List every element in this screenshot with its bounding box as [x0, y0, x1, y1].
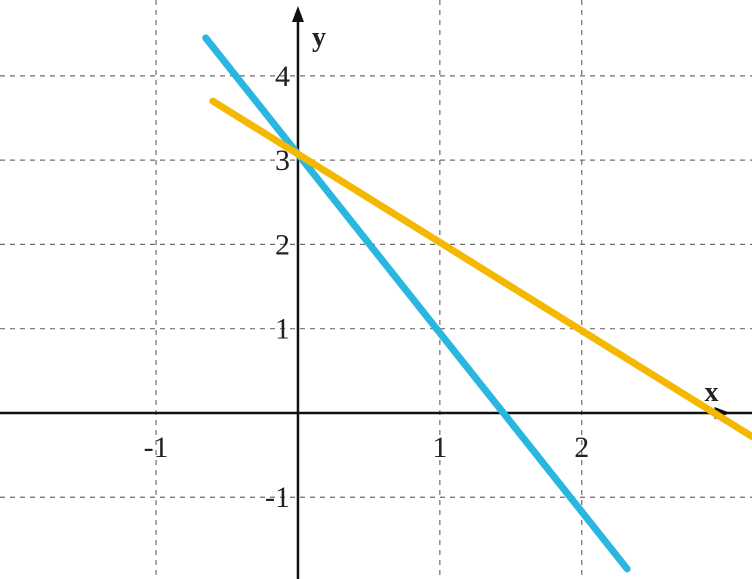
y-tick-label: 4	[275, 60, 290, 93]
y-tick-label: -1	[265, 481, 290, 514]
series-lines	[202, 34, 752, 573]
y-tick-label: 1	[275, 313, 290, 346]
tick-labels: -1 1 2 -1 1 2 3 4	[144, 60, 590, 514]
y-tick-label: 2	[275, 228, 290, 261]
y-axis-label: y	[312, 22, 326, 53]
series-line-2	[209, 97, 752, 441]
x-tick-label: 1	[432, 431, 447, 464]
y-tick-label: 3	[275, 144, 290, 177]
y-axis-arrow	[291, 6, 304, 22]
x-tick-label: -1	[144, 431, 169, 464]
x-axis-label: x	[705, 377, 719, 408]
axes: x y	[0, 6, 752, 579]
x-tick-label: 2	[574, 431, 589, 464]
series-line-1	[202, 34, 631, 573]
